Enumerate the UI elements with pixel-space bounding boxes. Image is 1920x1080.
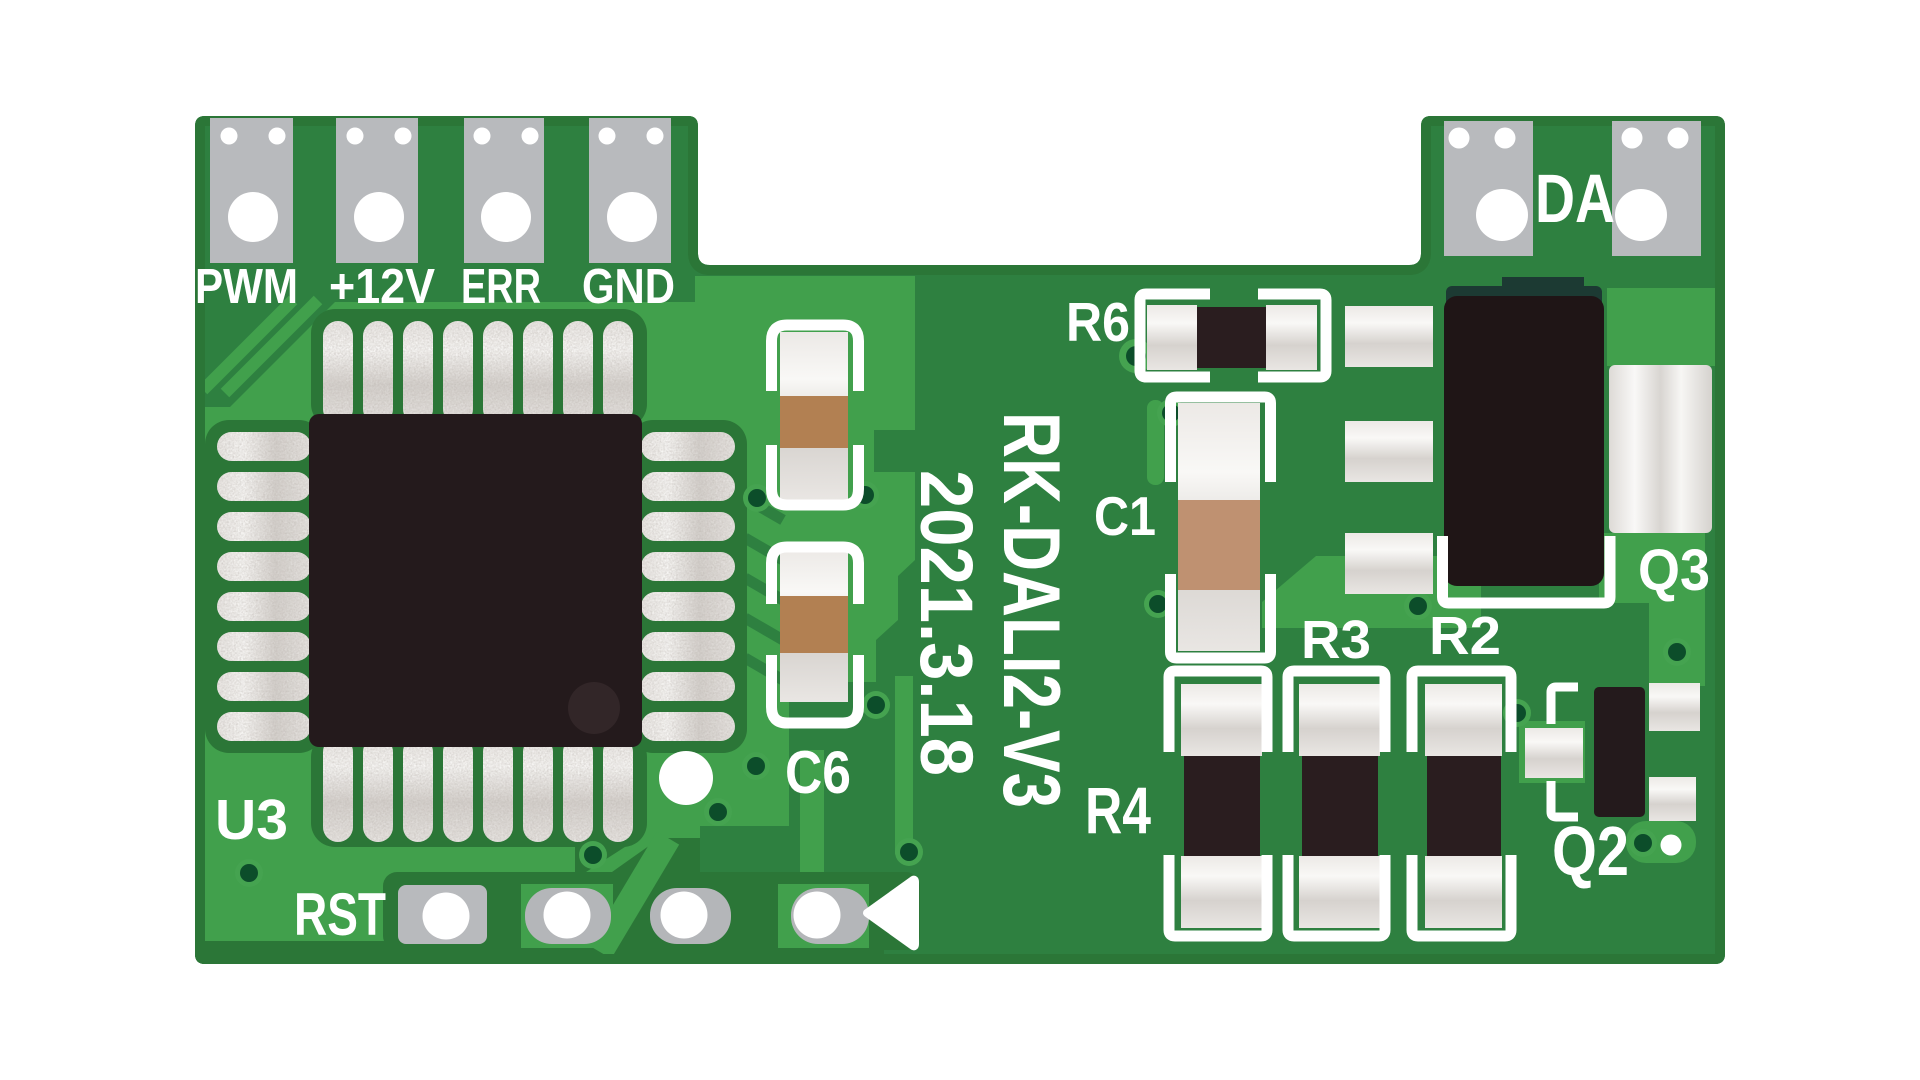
svg-text:PWM: PWM	[195, 260, 298, 314]
svg-text:DA: DA	[1535, 160, 1615, 237]
svg-text:R6: R6	[1066, 291, 1130, 353]
svg-text:Q3: Q3	[1638, 538, 1710, 603]
svg-text:2021.3.18: 2021.3.18	[905, 470, 988, 776]
svg-text:ERR: ERR	[461, 260, 541, 314]
svg-text:R4: R4	[1085, 773, 1151, 847]
svg-text:C1: C1	[1094, 485, 1156, 547]
svg-text:C6: C6	[785, 739, 851, 806]
svg-text:R3: R3	[1301, 610, 1371, 670]
svg-text:+12V: +12V	[329, 260, 435, 314]
svg-text:RST: RST	[294, 881, 386, 948]
svg-text:RK-DALI2-V3: RK-DALI2-V3	[986, 412, 1076, 808]
svg-text:U3: U3	[215, 788, 288, 852]
svg-text:Q2: Q2	[1552, 812, 1629, 890]
svg-text:GND: GND	[582, 260, 675, 314]
svg-text:R2: R2	[1429, 606, 1501, 666]
